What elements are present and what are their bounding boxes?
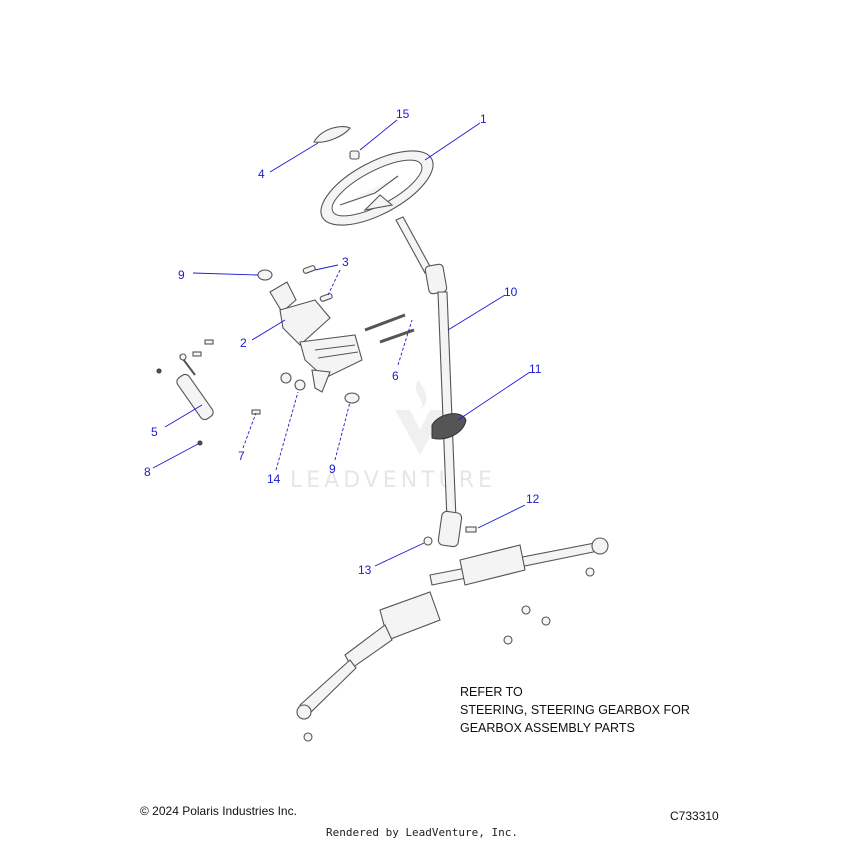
steering-rack: [296, 537, 609, 742]
watermark: LEADVENTURE: [290, 468, 496, 493]
callout-4: 4: [258, 167, 265, 181]
gas-strut: [176, 353, 214, 421]
watermark-logo: [395, 380, 445, 455]
horn-cap: [313, 125, 351, 143]
bolt: [192, 351, 202, 357]
steering-shaft: [395, 216, 463, 548]
callout-1: 1: [480, 112, 487, 126]
callout-15: 15: [396, 107, 410, 121]
bolt: [204, 339, 214, 345]
grommet: [257, 269, 273, 281]
callout-12: 12: [526, 492, 540, 506]
callout-2: 2: [240, 336, 247, 350]
callout-8: 8: [144, 465, 151, 479]
boot-plate: [431, 413, 467, 440]
callout-13: 13: [358, 563, 372, 577]
callout-11: 11: [529, 362, 542, 376]
leader-lines: [152, 119, 531, 567]
pin: [319, 293, 333, 302]
bolt: [465, 526, 477, 533]
callout-9-lower: 9: [329, 462, 336, 476]
steering-bracket: [269, 281, 363, 393]
bushing: [280, 372, 292, 384]
grommet: [344, 392, 360, 404]
steering-wheel: [320, 150, 434, 226]
note-line: REFER TO: [460, 685, 523, 699]
reference-note: REFER TO STEERING, STEERING GEARBOX FOR …: [460, 683, 690, 737]
callout-5: 5: [151, 425, 158, 439]
pin: [302, 265, 316, 274]
bolts: [364, 313, 415, 344]
note-line: STEERING, STEERING GEARBOX FOR: [460, 703, 690, 717]
copyright-text: © 2024 Polaris Industries Inc.: [140, 804, 297, 818]
callout-3: 3: [342, 255, 349, 269]
nut: [423, 536, 433, 546]
nut: [156, 368, 162, 374]
nut: [349, 150, 360, 160]
rendered-by-text: Rendered by LeadVenture, Inc.: [325, 826, 519, 839]
callout-7: 7: [238, 449, 245, 463]
callout-6: 6: [392, 369, 399, 383]
nut: [197, 440, 203, 446]
callout-9-upper: 9: [178, 268, 185, 282]
callout-14: 14: [267, 472, 281, 486]
note-line: GEARBOX ASSEMBLY PARTS: [460, 721, 635, 735]
callout-10: 10: [504, 285, 518, 299]
diagram-code: C733310: [670, 809, 719, 823]
bushing: [294, 379, 306, 391]
